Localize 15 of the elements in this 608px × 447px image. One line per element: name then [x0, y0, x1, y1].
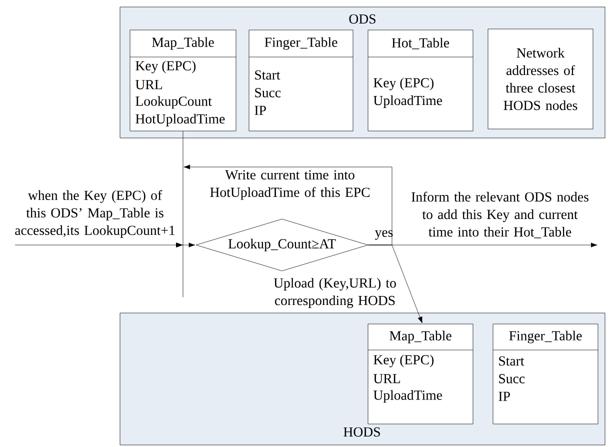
info-box: Network addresses of three closest HODS nodes	[488, 28, 594, 130]
edge-label: Upload (Key,URL) to corresponding HODS	[274, 278, 396, 308]
table-box: Map_Table Key (EPC) URL UploadTime	[368, 324, 474, 424]
arrow	[368, 244, 422, 324]
branch-label: yes	[374, 230, 393, 240]
table-box: Finger_Table Start Succ IP	[492, 324, 598, 424]
table-box: Hot_Table Key (EPC) UploadTime	[368, 30, 474, 132]
arrow	[184, 164, 392, 246]
edge-label: when the Key (EPC) of this ODS’ Map_Table is accessed,its LookupCount+1	[15, 190, 175, 238]
table-box: Map_Table Key (EPC) URL LookupCount HotUploadTime	[130, 30, 236, 132]
table-box: Finger_Table Start Succ IP	[248, 30, 354, 132]
edge-label: Inform the relevant ODS nodes to add this Key and current time into their Hot_Table	[412, 192, 588, 238]
arrow	[14, 242, 196, 248]
edge-label: Write current time into HotUploadTime of this EPC	[210, 170, 370, 200]
connector-line	[182, 131, 184, 298]
